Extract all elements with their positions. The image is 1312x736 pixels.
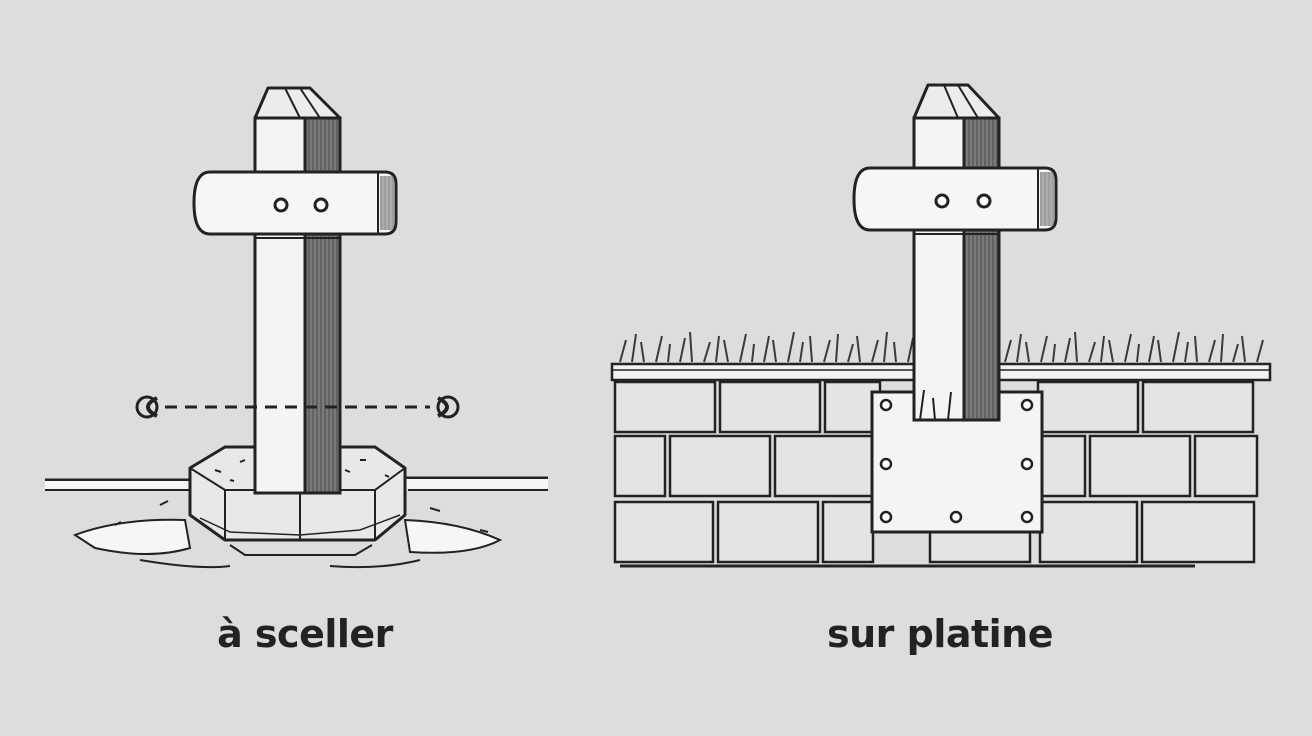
right-post	[912, 83, 1001, 422]
plate-bolt-4	[1020, 457, 1034, 471]
soil-splash	[72, 500, 503, 569]
left-panel	[45, 86, 548, 569]
left-bolt-2	[313, 197, 329, 213]
plate-bolt-5	[879, 510, 893, 524]
caption-base-plate: sur platine	[826, 612, 1054, 656]
left-crossbar	[192, 170, 398, 239]
right-bolt-2	[976, 193, 992, 209]
plate-bolt-6	[949, 510, 963, 524]
caption-embedded: à sceller	[217, 612, 393, 656]
right-panel	[610, 83, 1272, 568]
double-headed-dashed-arrow-icon	[135, 395, 460, 419]
right-bolt-1	[934, 193, 950, 209]
left-post	[253, 86, 342, 495]
grass-strip	[619, 331, 1264, 363]
plate-bolt-3	[879, 457, 893, 471]
plate-bolt-1	[879, 398, 893, 412]
right-crossbar	[852, 166, 1058, 235]
plate-bolt-2	[1020, 398, 1034, 412]
left-bolt-1	[273, 197, 289, 213]
plate-bolt-7	[1020, 510, 1034, 524]
left-ground-line	[45, 476, 548, 491]
